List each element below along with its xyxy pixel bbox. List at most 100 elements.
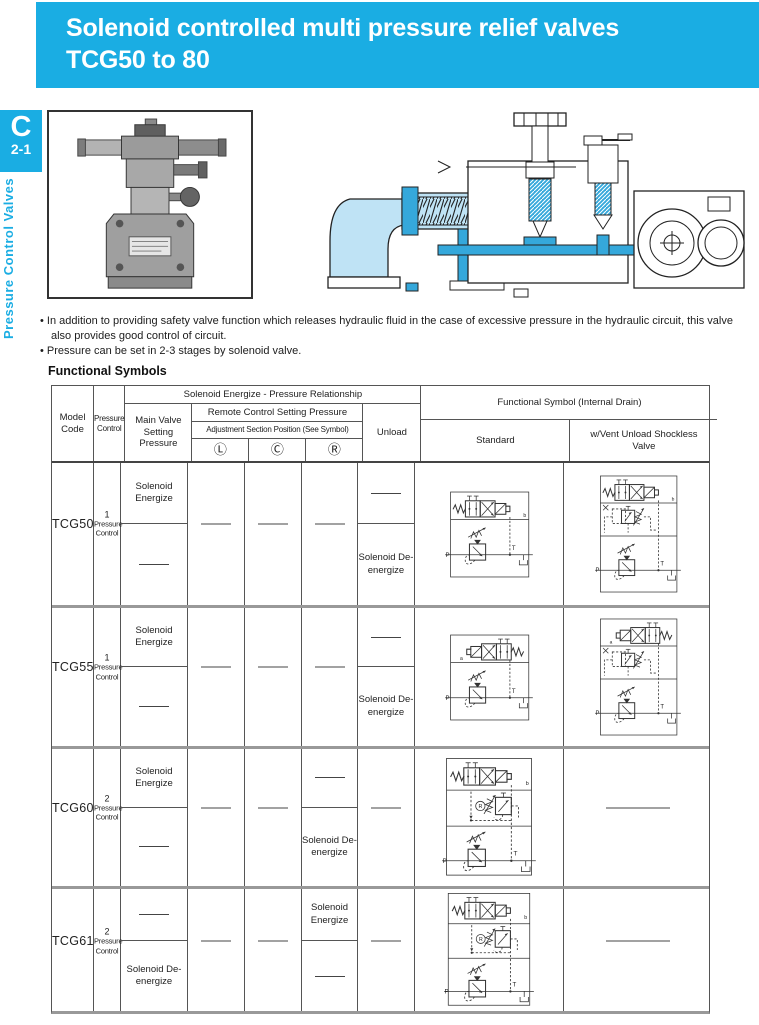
page-title: Solenoid controlled multi pressure relie…	[66, 14, 620, 42]
main-valve-top: Solenoid Energize	[135, 624, 173, 649]
bullet-text: In addition to providing safety valve fu…	[46, 315, 733, 343]
functional-symbol-standard: a P T	[415, 608, 563, 746]
col-header-remote-control: Remote Control Setting Pressure	[192, 404, 363, 422]
functional-symbol-standard: b P T	[415, 463, 563, 605]
position-r-top: Solenoid Energize	[310, 902, 349, 926]
pressure-stages-label: Pressure Control	[94, 803, 123, 822]
dash	[371, 807, 401, 809]
solenoid-label: b	[524, 915, 527, 921]
solenoid-label: a	[609, 640, 612, 645]
header-group-functional-symbol: Functional Symbol (Internal Drain) Stand…	[421, 386, 718, 461]
port-p-label: P	[446, 552, 450, 558]
unload-bottom: Solenoid De-energize	[358, 552, 414, 576]
product-photo	[77, 118, 227, 289]
page-title-band: Solenoid controlled multi pressure relie…	[36, 2, 759, 88]
dash	[258, 523, 288, 525]
dash	[258, 666, 288, 668]
col-header-unload: Unload	[376, 426, 407, 438]
col-header-main-valve: Main Valve Setting Pressure	[125, 404, 193, 461]
header-group-solenoid-energize: Solenoid Energize - Pressure Relationshi…	[125, 386, 422, 461]
functional-symbol-vent: b P T	[564, 463, 711, 605]
dash	[139, 914, 169, 916]
section-tab: C 2-1	[0, 110, 42, 172]
pressure-stages: 1	[104, 509, 110, 520]
solenoid-label: a	[460, 655, 463, 661]
col-header-position-l: Ⓛ	[192, 439, 250, 461]
col-header-model-code: Model Code	[52, 386, 94, 461]
main-valve-top: Solenoid Energize	[135, 765, 173, 789]
dash	[314, 777, 345, 779]
table-header: Model Code Pressure Control Solenoid Ene…	[52, 386, 718, 463]
port-p-label: P	[446, 695, 450, 701]
pressure-stages: 2	[104, 793, 110, 804]
pressure-stages-label: Pressure Control	[94, 662, 123, 682]
solenoid-label: b	[523, 512, 526, 518]
solenoid-label: b	[671, 496, 674, 502]
port-t-label: T	[512, 689, 516, 695]
port-t-label: T	[512, 982, 516, 989]
table-row-tcg50: TCG50 1 Pressure Control Solenoid Energi…	[52, 463, 709, 608]
dash	[314, 523, 345, 525]
dash	[605, 807, 670, 809]
bullet-text: Pressure can be set in 2-3 stages by sol…	[46, 345, 302, 358]
port-p-label: P	[444, 989, 448, 996]
model-code: TCG55	[52, 660, 94, 675]
dash	[371, 636, 401, 638]
col-header-pressure-control: Pressure Control	[94, 386, 126, 461]
dash	[371, 492, 401, 494]
pressure-stages: 1	[104, 652, 110, 663]
solenoid-label: b	[526, 781, 529, 787]
col-header-adjustment: Adjustment Section Position (See Symbol)	[192, 422, 363, 439]
col-header-standard: Standard	[421, 420, 571, 461]
pressure-stages-label: Pressure Control	[94, 519, 123, 539]
position-r-bottom: Solenoid De-energize	[302, 834, 357, 858]
functional-symbol-standard: b R P T	[415, 749, 563, 886]
dash	[201, 523, 231, 525]
port-t-label: T	[660, 562, 664, 568]
sidebar-category-label: Pressure Control Valves	[1, 178, 16, 340]
bullet-item: • In addition to providing safety valve …	[40, 314, 746, 344]
dash	[201, 666, 231, 668]
port-p-label: P	[595, 568, 599, 574]
header-group-remote-control: Remote Control Setting Pressure Adjustme…	[192, 404, 364, 461]
port-p-label: P	[443, 858, 447, 865]
pressure-stages: 2	[104, 927, 110, 938]
col-header-functional-group: Functional Symbol (Internal Drain)	[421, 386, 718, 420]
section-number: 2-1	[10, 141, 32, 158]
port-t-label: T	[512, 546, 516, 552]
functional-symbol-vent: a P T	[564, 608, 711, 746]
port-p-label: P	[595, 711, 599, 717]
table-row-tcg60: TCG60 2 Pressure Control Solenoid Energi…	[52, 749, 709, 889]
intro-bullets: • In addition to providing safety valve …	[40, 314, 746, 360]
unload-bottom: Solenoid De-energize	[358, 694, 414, 718]
functional-symbols-table: Model Code Pressure Control Solenoid Ene…	[51, 385, 718, 1014]
model-code: TCG60	[52, 800, 94, 815]
remote-control-label: R	[479, 804, 483, 810]
dash	[139, 846, 169, 848]
col-header-position-c: Ⓒ	[249, 439, 307, 461]
table-row-tcg61: TCG61 2 Pressure Control Solenoid De-ene…	[52, 889, 709, 1011]
table-row-tcg55: TCG55 1 Pressure Control Solenoid Energi…	[52, 608, 709, 749]
functional-symbol-standard: b R P T	[415, 889, 563, 1011]
cross-section-drawing	[327, 112, 745, 298]
page-title-model-range: TCG50 to 80	[66, 46, 210, 74]
section-letter: C	[10, 111, 32, 143]
dash	[258, 807, 288, 809]
pressure-stages-label: Pressure Control	[94, 937, 123, 956]
dash	[201, 807, 231, 809]
bullet-dot: •	[40, 315, 47, 327]
main-valve-bottom: Solenoid De-energize	[126, 963, 182, 988]
dash	[314, 666, 345, 668]
col-header-position-r: Ⓡ	[327, 441, 341, 457]
dash	[314, 975, 345, 977]
port-t-label: T	[660, 705, 664, 711]
port-t-label: T	[513, 851, 517, 858]
dash	[605, 940, 670, 942]
dash	[371, 940, 401, 942]
model-code: TCG50	[52, 517, 94, 532]
bullet-dot: •	[40, 345, 47, 358]
bullet-item: • Pressure can be set in 2-3 stages by s…	[40, 344, 746, 359]
dash	[139, 706, 169, 708]
model-code: TCG61	[52, 934, 94, 949]
table-section-title: Functional Symbols	[48, 364, 167, 378]
